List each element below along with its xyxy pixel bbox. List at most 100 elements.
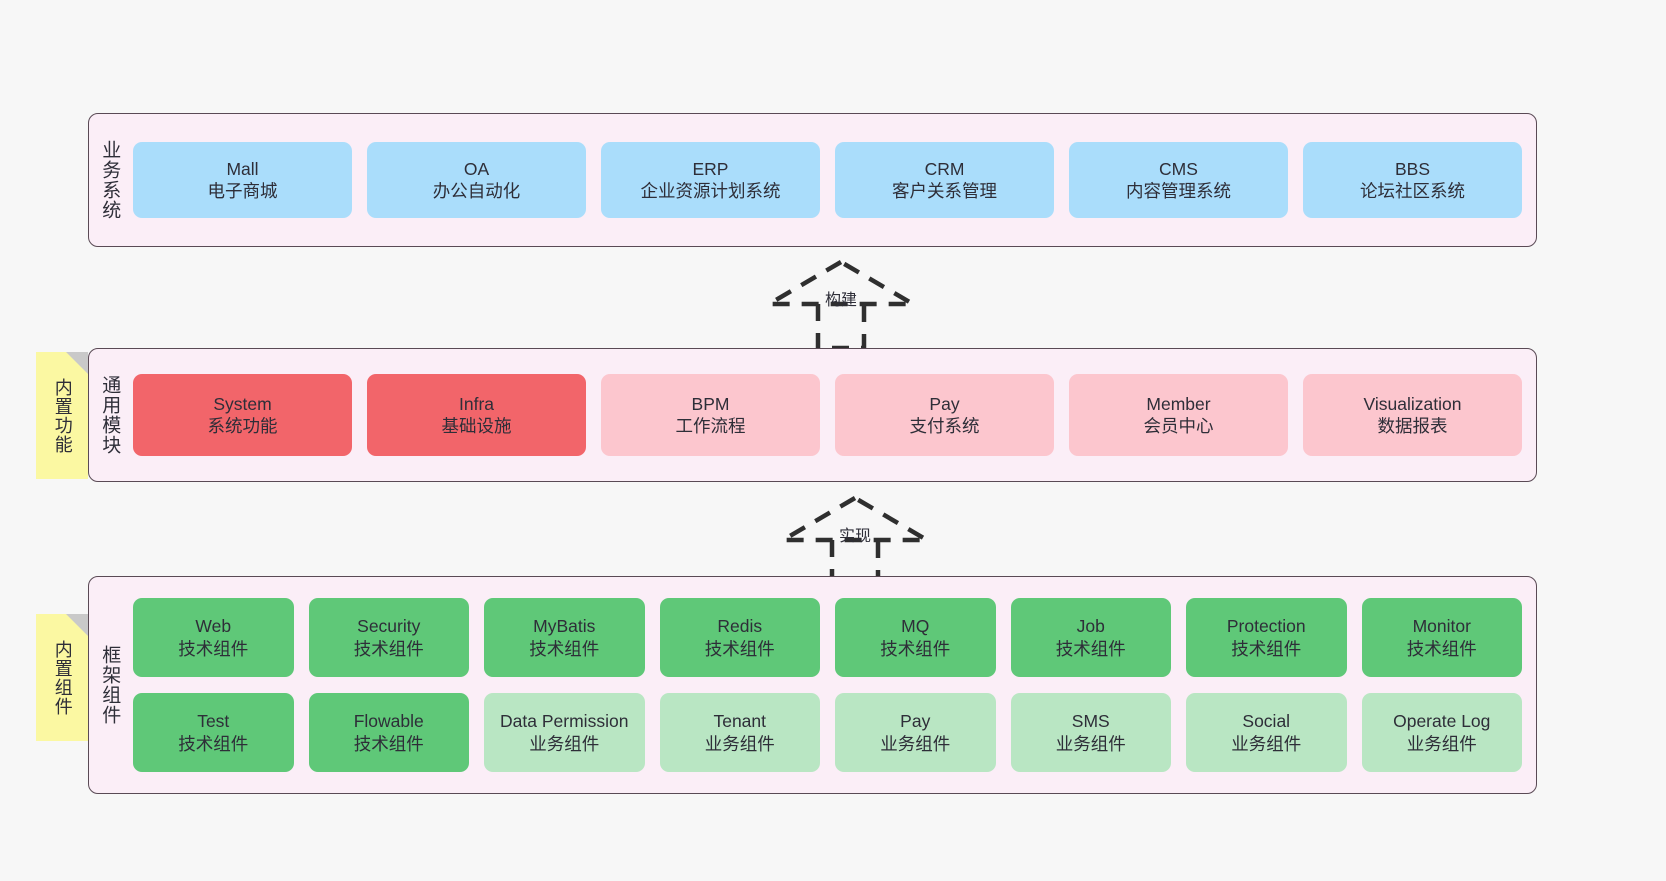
cell-title: Tenant — [713, 711, 767, 732]
cell-title: Protection — [1226, 616, 1306, 637]
cell-title: SMS — [1071, 711, 1110, 732]
cell-title: ERP — [692, 158, 729, 179]
cell-subtitle: 技术组件 — [1231, 638, 1302, 659]
cell-subtitle: 技术组件 — [353, 638, 424, 659]
cell-subtitle: 客户关系管理 — [892, 181, 997, 201]
business-systems-title: 业务系统 — [99, 140, 121, 220]
sticky-note-builtin-components-label: 内置组件 — [52, 639, 73, 716]
cell-subtitle: 技术组件 — [1055, 638, 1126, 659]
cell-subtitle: 业务组件 — [529, 733, 600, 754]
cell-title: Monitor — [1412, 616, 1471, 637]
cell-subtitle: 技术组件 — [529, 638, 600, 659]
cell-title: Member — [1146, 393, 1211, 414]
connector-implement: 实现 — [771, 494, 939, 587]
cell-subtitle: 业务组件 — [1406, 733, 1477, 754]
implement-arrow-head — [774, 495, 936, 543]
cell-title: Mall — [226, 158, 259, 179]
cell-title: OA — [463, 158, 490, 179]
cell-subtitle: 基础设施 — [441, 416, 512, 436]
sticky-note-builtin-functions-label: 内置功能 — [52, 377, 73, 454]
cell-subtitle: 业务组件 — [704, 733, 775, 754]
cell-title: Security — [357, 616, 421, 637]
cell-subtitle: 工作流程 — [675, 416, 746, 436]
cell-subtitle: 会员中心 — [1143, 416, 1214, 436]
cell-title: CRM — [924, 158, 965, 179]
cell-subtitle: 系统功能 — [207, 416, 278, 436]
build-arrow-head — [760, 259, 922, 307]
connector-build-label: 构建 — [824, 292, 858, 309]
cell-subtitle: 支付系统 — [909, 416, 980, 436]
cell-subtitle: 技术组件 — [1406, 638, 1477, 659]
sticky-note-builtin-functions: 内置功能 — [36, 352, 88, 479]
cell-title: Social — [1242, 711, 1291, 732]
connector-build: 构建 — [757, 258, 925, 351]
cell-subtitle: 业务组件 — [1231, 733, 1302, 754]
cell-title: BBS — [1394, 158, 1431, 179]
cell-title: CMS — [1159, 158, 1198, 179]
cell-subtitle: 技术组件 — [178, 638, 249, 659]
cell-title: Redis — [717, 616, 763, 637]
cell-title: Web — [195, 616, 232, 637]
cell-subtitle: 技术组件 — [353, 733, 424, 754]
cell-title: System — [213, 393, 272, 414]
build-arrow-stem — [815, 304, 867, 351]
cell-subtitle: 业务组件 — [880, 733, 951, 754]
cell-subtitle: 企业资源计划系统 — [640, 181, 781, 201]
connector-implement-label: 实现 — [838, 528, 872, 545]
cell-title: Operate Log — [1393, 711, 1491, 732]
general-modules-title: 通用模块 — [99, 375, 121, 455]
cell-title: BPM — [691, 393, 730, 414]
cell-subtitle: 办公自动化 — [432, 181, 521, 201]
cell-subtitle: 技术组件 — [178, 733, 249, 754]
cell-subtitle: 论坛社区系统 — [1360, 181, 1465, 201]
cell-title: Infra — [458, 393, 495, 414]
cell-title: Flowable — [353, 711, 424, 732]
cell-subtitle: 技术组件 — [704, 638, 775, 659]
cell-subtitle: 内容管理系统 — [1126, 181, 1231, 201]
cell-title: Pay — [900, 711, 931, 732]
cell-title: Pay — [929, 393, 960, 414]
cell-title: Data Permission — [500, 711, 629, 732]
cell-title: MyBatis — [533, 616, 596, 637]
cell-title: Job — [1076, 616, 1105, 637]
cell-title: Test — [197, 711, 230, 732]
sticky-note-builtin-components: 内置组件 — [36, 614, 88, 741]
cell-subtitle: 技术组件 — [880, 638, 951, 659]
framework-components-title: 框架组件 — [99, 645, 121, 725]
